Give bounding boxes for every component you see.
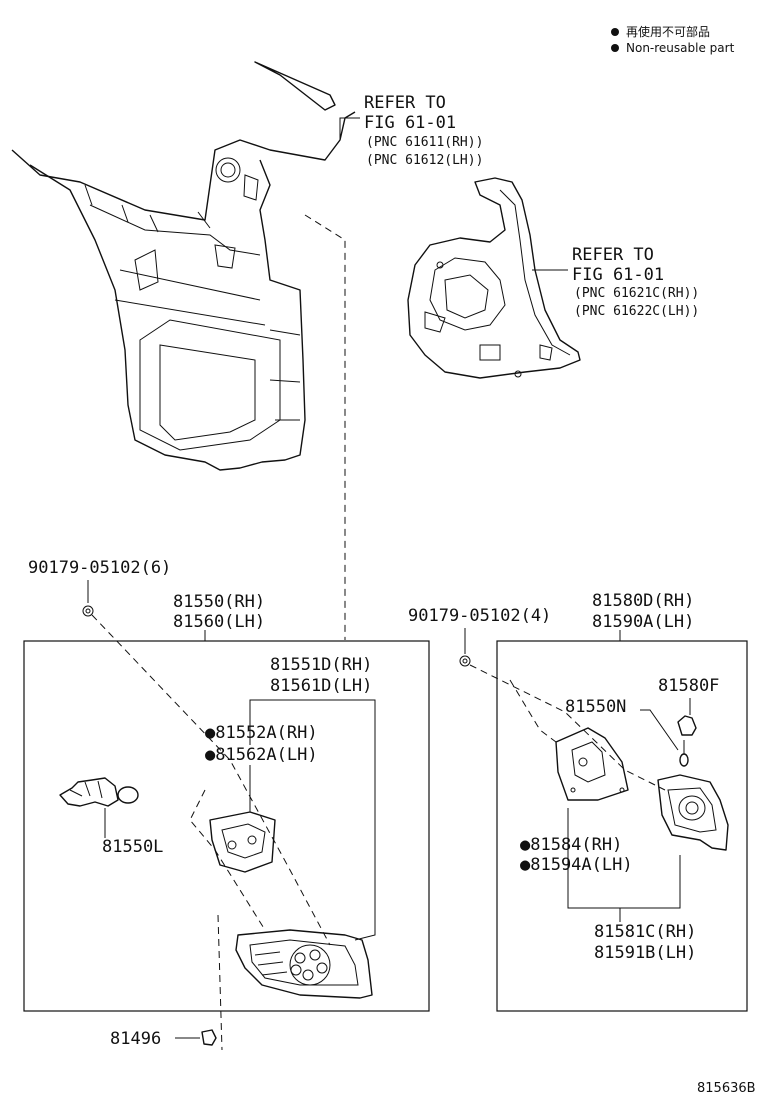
ref-lower-line2: FIG 61-01: [572, 265, 664, 285]
left-lens-rh: 81551D(RH): [270, 655, 372, 675]
legend-bullet-icon: [611, 44, 619, 52]
right-screw-drawing: [459, 655, 471, 667]
left-socket-label: 81550L: [102, 837, 163, 857]
right-gasket-lh: ●81594A(LH): [520, 855, 633, 875]
right-bulb-drawing: [677, 715, 697, 767]
left-gasket-drawing: [209, 811, 276, 873]
ref-upper-line2: FIG 61-01: [364, 113, 456, 133]
left-socket-bulb-drawing: [59, 777, 139, 807]
ref-lower-line1: REFER TO: [572, 245, 654, 265]
left-gasket-lh: ●81562A(LH): [205, 745, 318, 765]
right-lens-rh: 81581C(RH): [594, 922, 696, 942]
legend-en: Non-reusable part: [626, 41, 735, 55]
ref-upper-leader: [339, 117, 360, 140]
figure-code: 815636B: [697, 1081, 756, 1096]
right-bulb-label: 81580F: [658, 676, 719, 696]
wheel-house-panel-drawing: [407, 177, 581, 379]
quarter-panel-drawing: [11, 61, 356, 471]
left-screw-label: 90179-05102(6): [28, 558, 171, 578]
legend: 再使用不可部品 Non-reusable part: [611, 24, 735, 55]
right-screw-label: 90179-05102(4): [408, 606, 551, 626]
left-gasket-rh: ●81552A(RH): [205, 723, 318, 743]
right-socket-label: 81550N: [565, 697, 626, 717]
legend-jp: 再使用不可部品: [626, 24, 710, 39]
right-inner-lamp-drawing: [657, 774, 729, 851]
left-screw-drawing: [82, 605, 94, 617]
legend-bullet-icon: [611, 28, 619, 36]
left-lens-lh: 81561D(LH): [270, 676, 372, 696]
ref-upper-pnc-lh: (PNC 61612(LH)): [366, 153, 483, 168]
left-assy-lh: 81560(LH): [173, 612, 265, 632]
right-gasket-rh: ●81584(RH): [520, 835, 622, 855]
clip-drawing: [201, 1029, 217, 1046]
right-assy-rh: 81580D(RH): [592, 591, 694, 611]
ref-upper-line1: REFER TO: [364, 93, 446, 113]
left-assy-rh: 81550(RH): [173, 592, 265, 612]
alignment-dash-vertical: [304, 214, 346, 640]
right-assy-lh: 81590A(LH): [592, 612, 694, 632]
right-assembly-box: [496, 640, 748, 1012]
ref-lower-pnc-rh: (PNC 61621C(RH)): [574, 286, 699, 301]
ref-upper-pnc-rh: (PNC 61611(RH)): [366, 135, 483, 150]
right-gasket-drawing: [555, 727, 629, 801]
right-lens-lh: 81591B(LH): [594, 943, 696, 963]
left-assembly-box: [23, 640, 430, 1012]
ref-lower-pnc-lh: (PNC 61622C(LH)): [574, 304, 699, 319]
clip-label: 81496: [110, 1029, 161, 1049]
left-tail-lamp-drawing: [235, 929, 373, 999]
